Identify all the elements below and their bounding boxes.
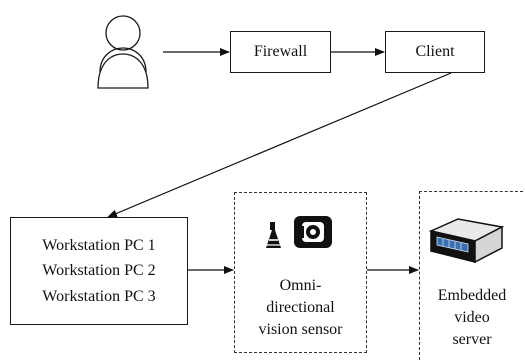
sensor-label-line-2: directional bbox=[266, 299, 335, 316]
workstation-3-label: Workstation PC 3 bbox=[42, 288, 156, 305]
firewall-node bbox=[230, 31, 331, 73]
workstation-1-label: Workstation PC 1 bbox=[42, 237, 156, 254]
sensor-node bbox=[234, 192, 367, 353]
sensor-label-line-3: vision sensor bbox=[258, 321, 343, 338]
server-label-line-3: server bbox=[452, 331, 492, 348]
sensor-label-line-1: Omni- bbox=[279, 277, 322, 294]
workstation-node bbox=[10, 217, 188, 325]
workstation-2-label: Workstation PC 2 bbox=[42, 262, 156, 279]
server-node bbox=[419, 191, 523, 360]
server-label-line-1: Embedded bbox=[437, 287, 507, 304]
edge-client-workstation bbox=[107, 72, 452, 218]
client-node bbox=[385, 31, 485, 73]
client-label: Client bbox=[415, 43, 455, 60]
server-label-line-2: video bbox=[454, 309, 490, 326]
firewall-label: Firewall bbox=[253, 43, 308, 60]
